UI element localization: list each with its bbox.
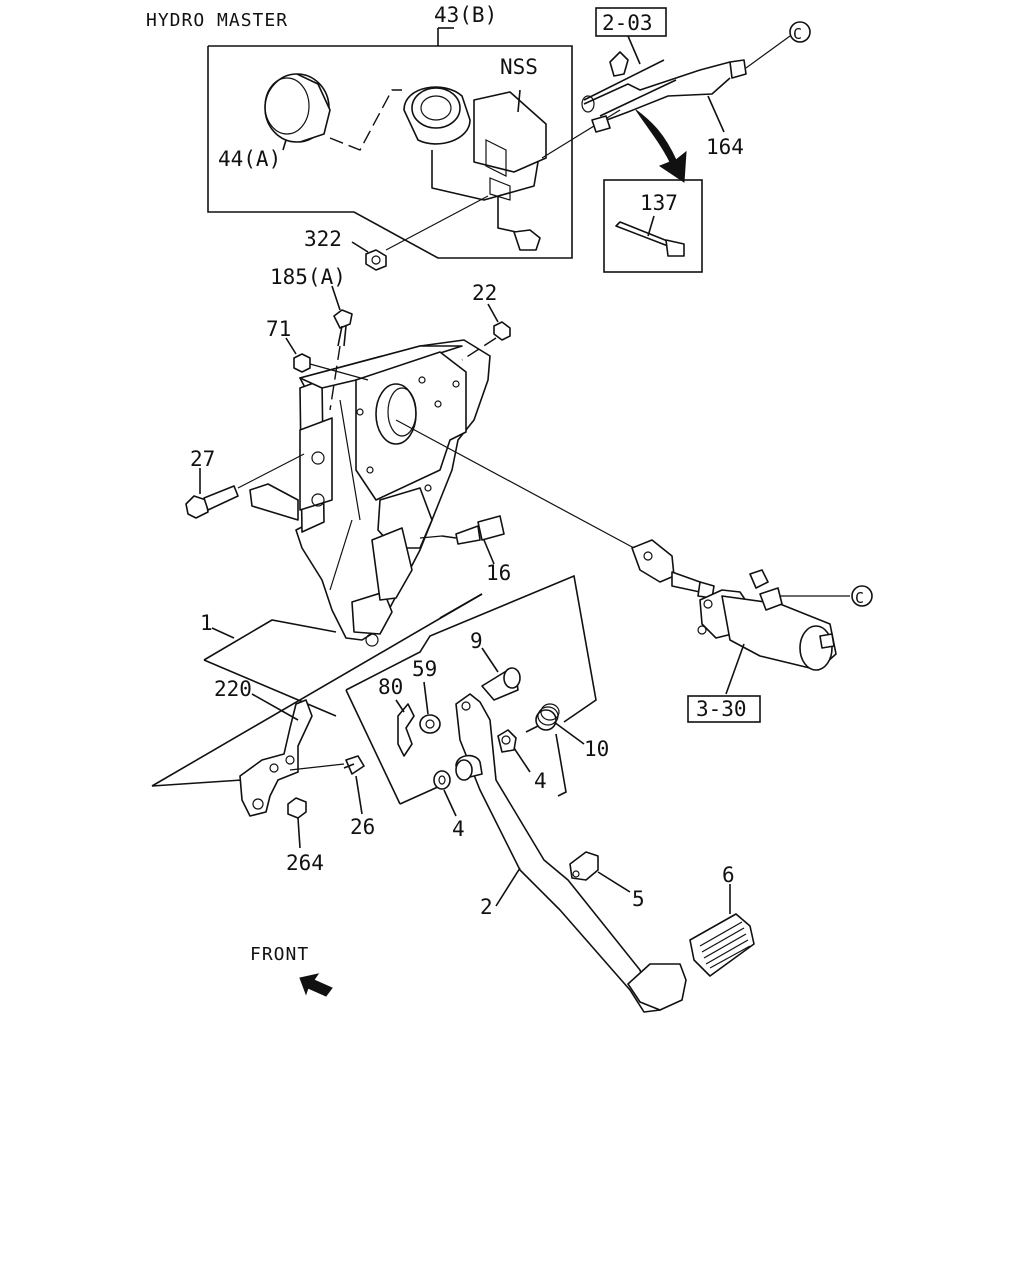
nut-322[interactable] bbox=[365, 249, 387, 271]
pedal-arm-2[interactable] bbox=[455, 693, 687, 1013]
bushing-4-upper[interactable] bbox=[497, 729, 517, 753]
leader-2-03 bbox=[627, 35, 641, 65]
leader-2 bbox=[495, 867, 521, 907]
pipe-to-c-line bbox=[745, 35, 791, 69]
label-10: 10 bbox=[584, 737, 609, 761]
switch-16[interactable] bbox=[441, 515, 505, 545]
leader-59 bbox=[423, 681, 429, 715]
label-164: 164 bbox=[706, 135, 744, 159]
label-137: 137 bbox=[640, 191, 678, 215]
leader-164 bbox=[707, 95, 725, 133]
pin-9[interactable] bbox=[481, 667, 521, 701]
label-5: 5 bbox=[632, 887, 645, 911]
label-43b: 43(B) bbox=[434, 3, 497, 27]
nut-264[interactable] bbox=[287, 797, 307, 819]
nut-22[interactable] bbox=[493, 321, 511, 341]
label-322: 322 bbox=[304, 227, 342, 251]
front-label: FRONT bbox=[250, 944, 309, 965]
group-1-outline bbox=[151, 593, 483, 787]
svg-text:C: C bbox=[793, 25, 802, 43]
nut-71[interactable] bbox=[293, 353, 311, 373]
label-9: 9 bbox=[470, 629, 483, 653]
label-264: 264 bbox=[286, 851, 324, 875]
leader-16 bbox=[483, 539, 495, 565]
label-22: 22 bbox=[472, 281, 497, 305]
leader-185a bbox=[331, 285, 341, 311]
detail-box-137 bbox=[603, 179, 703, 273]
hose-to-pipe-line bbox=[541, 109, 621, 159]
label-2-03[interactable]: 2-03 bbox=[602, 11, 653, 35]
leader-4-upper bbox=[513, 747, 531, 773]
spring-10[interactable] bbox=[525, 703, 560, 733]
leader-22 bbox=[487, 303, 499, 323]
pedal-pin-group-outline bbox=[345, 574, 597, 805]
label-nss: NSS bbox=[500, 55, 538, 79]
ref-c-top: C bbox=[789, 21, 811, 43]
leader-5 bbox=[597, 871, 631, 893]
label-185a: 185(A) bbox=[270, 265, 346, 289]
leader-71 bbox=[285, 337, 297, 355]
pedal-bracket[interactable] bbox=[249, 339, 491, 647]
bolt-185a[interactable] bbox=[333, 309, 353, 347]
leader-9 bbox=[481, 647, 499, 673]
label-26: 26 bbox=[350, 815, 375, 839]
leader-44a bbox=[282, 139, 287, 151]
cap-dash-line bbox=[329, 89, 402, 151]
bolt-26[interactable] bbox=[343, 755, 365, 775]
pedal-pad-6[interactable] bbox=[689, 913, 755, 977]
stopper-5[interactable] bbox=[569, 851, 599, 881]
leader-322 bbox=[351, 241, 369, 253]
leader-80 bbox=[395, 699, 405, 713]
ref-c-bottom: C bbox=[851, 585, 873, 607]
clip-80[interactable] bbox=[397, 703, 415, 757]
cylinder-axis-line bbox=[395, 419, 635, 549]
label-4-lower: 4 bbox=[452, 817, 465, 841]
reservoir-cap-44a[interactable] bbox=[264, 73, 331, 143]
diagram-title: HYDRO MASTER bbox=[146, 10, 288, 31]
ref-box-3-30[interactable] bbox=[687, 695, 761, 723]
label-4-upper: 4 bbox=[534, 769, 547, 793]
cable-tie-137[interactable] bbox=[615, 221, 685, 257]
leader-nss bbox=[517, 89, 521, 113]
bolt-27[interactable] bbox=[185, 485, 239, 519]
leader-4-lower bbox=[443, 789, 457, 817]
nut-322-line bbox=[385, 195, 489, 251]
leader-220 bbox=[251, 693, 299, 721]
front-arrow-icon bbox=[299, 973, 333, 997]
label-71: 71 bbox=[266, 317, 291, 341]
pipe-164[interactable] bbox=[581, 51, 747, 133]
detail-arrow bbox=[635, 109, 687, 183]
label-80: 80 bbox=[378, 675, 403, 699]
bushing-4-lower[interactable] bbox=[433, 770, 451, 790]
label-27: 27 bbox=[190, 447, 215, 471]
leader-10 bbox=[553, 721, 585, 745]
reservoir-group bbox=[207, 27, 621, 259]
label-3-30[interactable]: 3-30 bbox=[696, 697, 747, 721]
bracket-220[interactable] bbox=[239, 699, 313, 817]
master-cylinder[interactable] bbox=[631, 539, 837, 671]
leader-137 bbox=[647, 215, 655, 237]
label-59: 59 bbox=[412, 657, 437, 681]
label-220: 220 bbox=[214, 677, 252, 701]
label-16: 16 bbox=[486, 561, 511, 585]
leader-26 bbox=[355, 775, 363, 815]
label-44a: 44(A) bbox=[218, 147, 281, 171]
label-1: 1 bbox=[200, 611, 213, 635]
svg-text:C: C bbox=[855, 589, 864, 607]
leader-3-30 bbox=[725, 643, 745, 695]
reservoir-group-outline bbox=[207, 45, 573, 259]
ref-box-2-03[interactable] bbox=[595, 7, 667, 37]
leader-264 bbox=[297, 817, 301, 849]
label-6: 6 bbox=[722, 863, 735, 887]
reservoir-tank[interactable] bbox=[403, 86, 547, 251]
label-2: 2 bbox=[480, 895, 493, 919]
washer-59[interactable] bbox=[419, 714, 441, 734]
